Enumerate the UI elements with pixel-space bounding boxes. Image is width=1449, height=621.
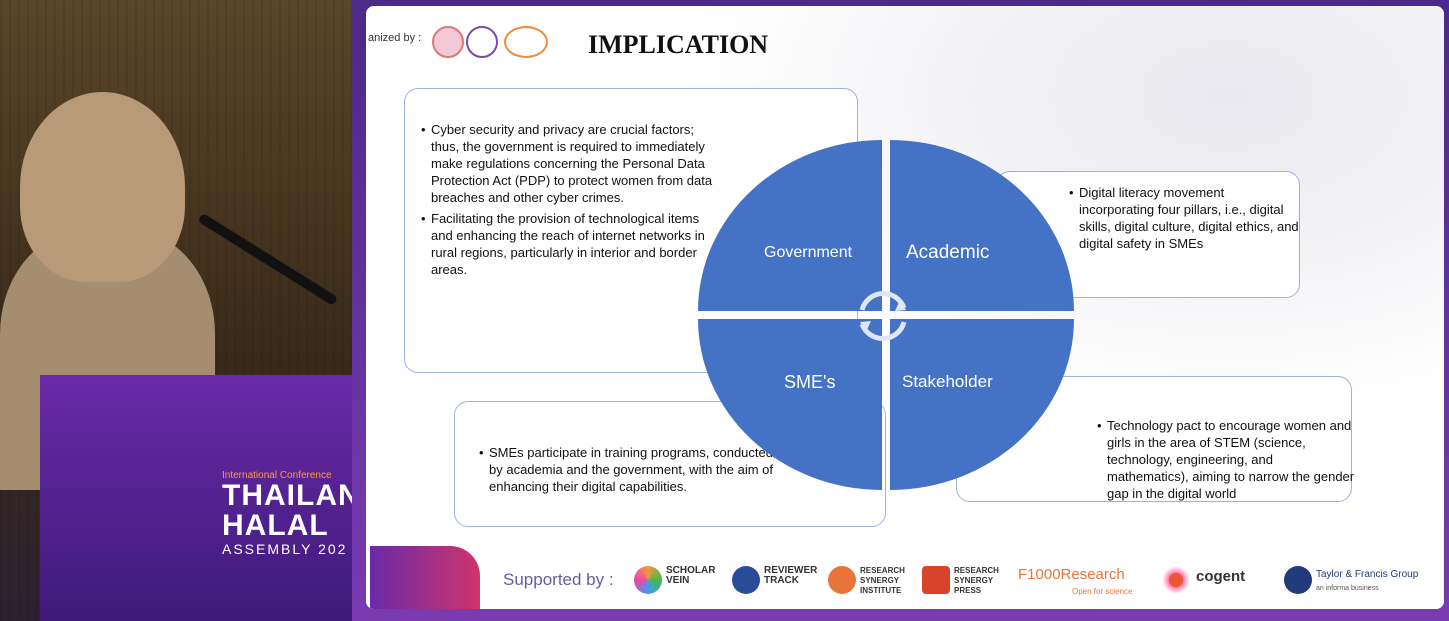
academic-point-1: Digital literacy movement incorporating … [1069, 184, 1299, 252]
government-point-1: Cyber security and privacy are crucial f… [421, 121, 721, 206]
rs-institute-logo-icon [828, 566, 856, 594]
quadrant-label-academic: Academic [906, 242, 990, 263]
reviewer-track-logo-icon [732, 566, 760, 594]
government-point-2: Facilitating the provision of technologi… [421, 210, 721, 278]
sponsor-reviewer-track: REVIEWER TRACK [764, 565, 818, 586]
slide-title: IMPLICATION [588, 30, 769, 59]
smes-list: SMEs participate in training programs, c… [477, 444, 779, 499]
organizer-logo-2-icon [466, 26, 498, 58]
sponsor-rs-press: RESEARCH SYNERGY PRESS [954, 566, 999, 595]
quadrant-stakeholder [890, 319, 1074, 490]
sponsor-scholar-vein: SCHOLAR VEIN [666, 565, 716, 586]
academic-box: Digital literacy movement incorporating … [996, 171, 1300, 298]
quadrant-label-smes: SME's [784, 372, 836, 392]
speaker-video: International Conference THAILAND HALAL … [0, 0, 352, 621]
supported-by-label: Supported by : [503, 570, 614, 589]
podium-conference-line: International Conference [222, 470, 332, 481]
sponsor-bar [366, 546, 1444, 609]
quadrant-label-government: Government [764, 244, 853, 261]
presentation-slide: anized by : IMPLICATION Cyber security a… [366, 6, 1444, 609]
podium-branding: International Conference THAILAND HALAL … [222, 470, 352, 557]
sponsor-rs-institute: RESEARCH SYNERGY INSTITUTE [860, 566, 905, 595]
scholar-vein-logo-icon [634, 566, 662, 594]
sponsor-taylor-francis: Taylor & Francis Group [1316, 569, 1419, 580]
smes-point-1: SMEs participate in training programs, c… [479, 444, 779, 495]
podium-name-line3: ASSEMBLY 202 [222, 541, 348, 557]
sponsor-accent [370, 546, 480, 609]
cogent-logo-icon [1162, 566, 1190, 594]
speaker-head [20, 92, 185, 282]
sponsor-f1000-tagline: Open for science [1072, 587, 1133, 596]
organizer-logo-3-icon [504, 26, 548, 58]
quadrant-academic [890, 140, 1074, 311]
podium-name-line1: THAILAND [222, 479, 352, 512]
cycle-arrows-icon [859, 290, 907, 342]
quadrant-circle: Government Academic SME's Stakeholder [698, 140, 1074, 490]
academic-list: Digital literacy movement incorporating … [1067, 184, 1299, 256]
stakeholder-point-1: Technology pact to encourage women and g… [1097, 417, 1355, 502]
sponsor-taylor-francis-tagline: an informa business [1316, 585, 1379, 592]
podium-name-line2: HALAL [222, 509, 329, 542]
taylor-francis-logo-icon [1284, 566, 1312, 594]
government-list: Cyber security and privacy are crucial f… [419, 121, 721, 282]
sponsor-f1000: F1000Research [1018, 566, 1125, 583]
sponsor-cogent: cogent [1196, 568, 1246, 585]
quadrant-label-stakeholder: Stakeholder [902, 372, 993, 391]
organizer-logo-1-icon [432, 26, 464, 58]
stakeholder-list: Technology pact to encourage women and g… [1095, 417, 1355, 506]
rs-press-logo-icon [922, 566, 950, 594]
podium [40, 375, 352, 621]
organizer-label: anized by : [368, 32, 422, 44]
